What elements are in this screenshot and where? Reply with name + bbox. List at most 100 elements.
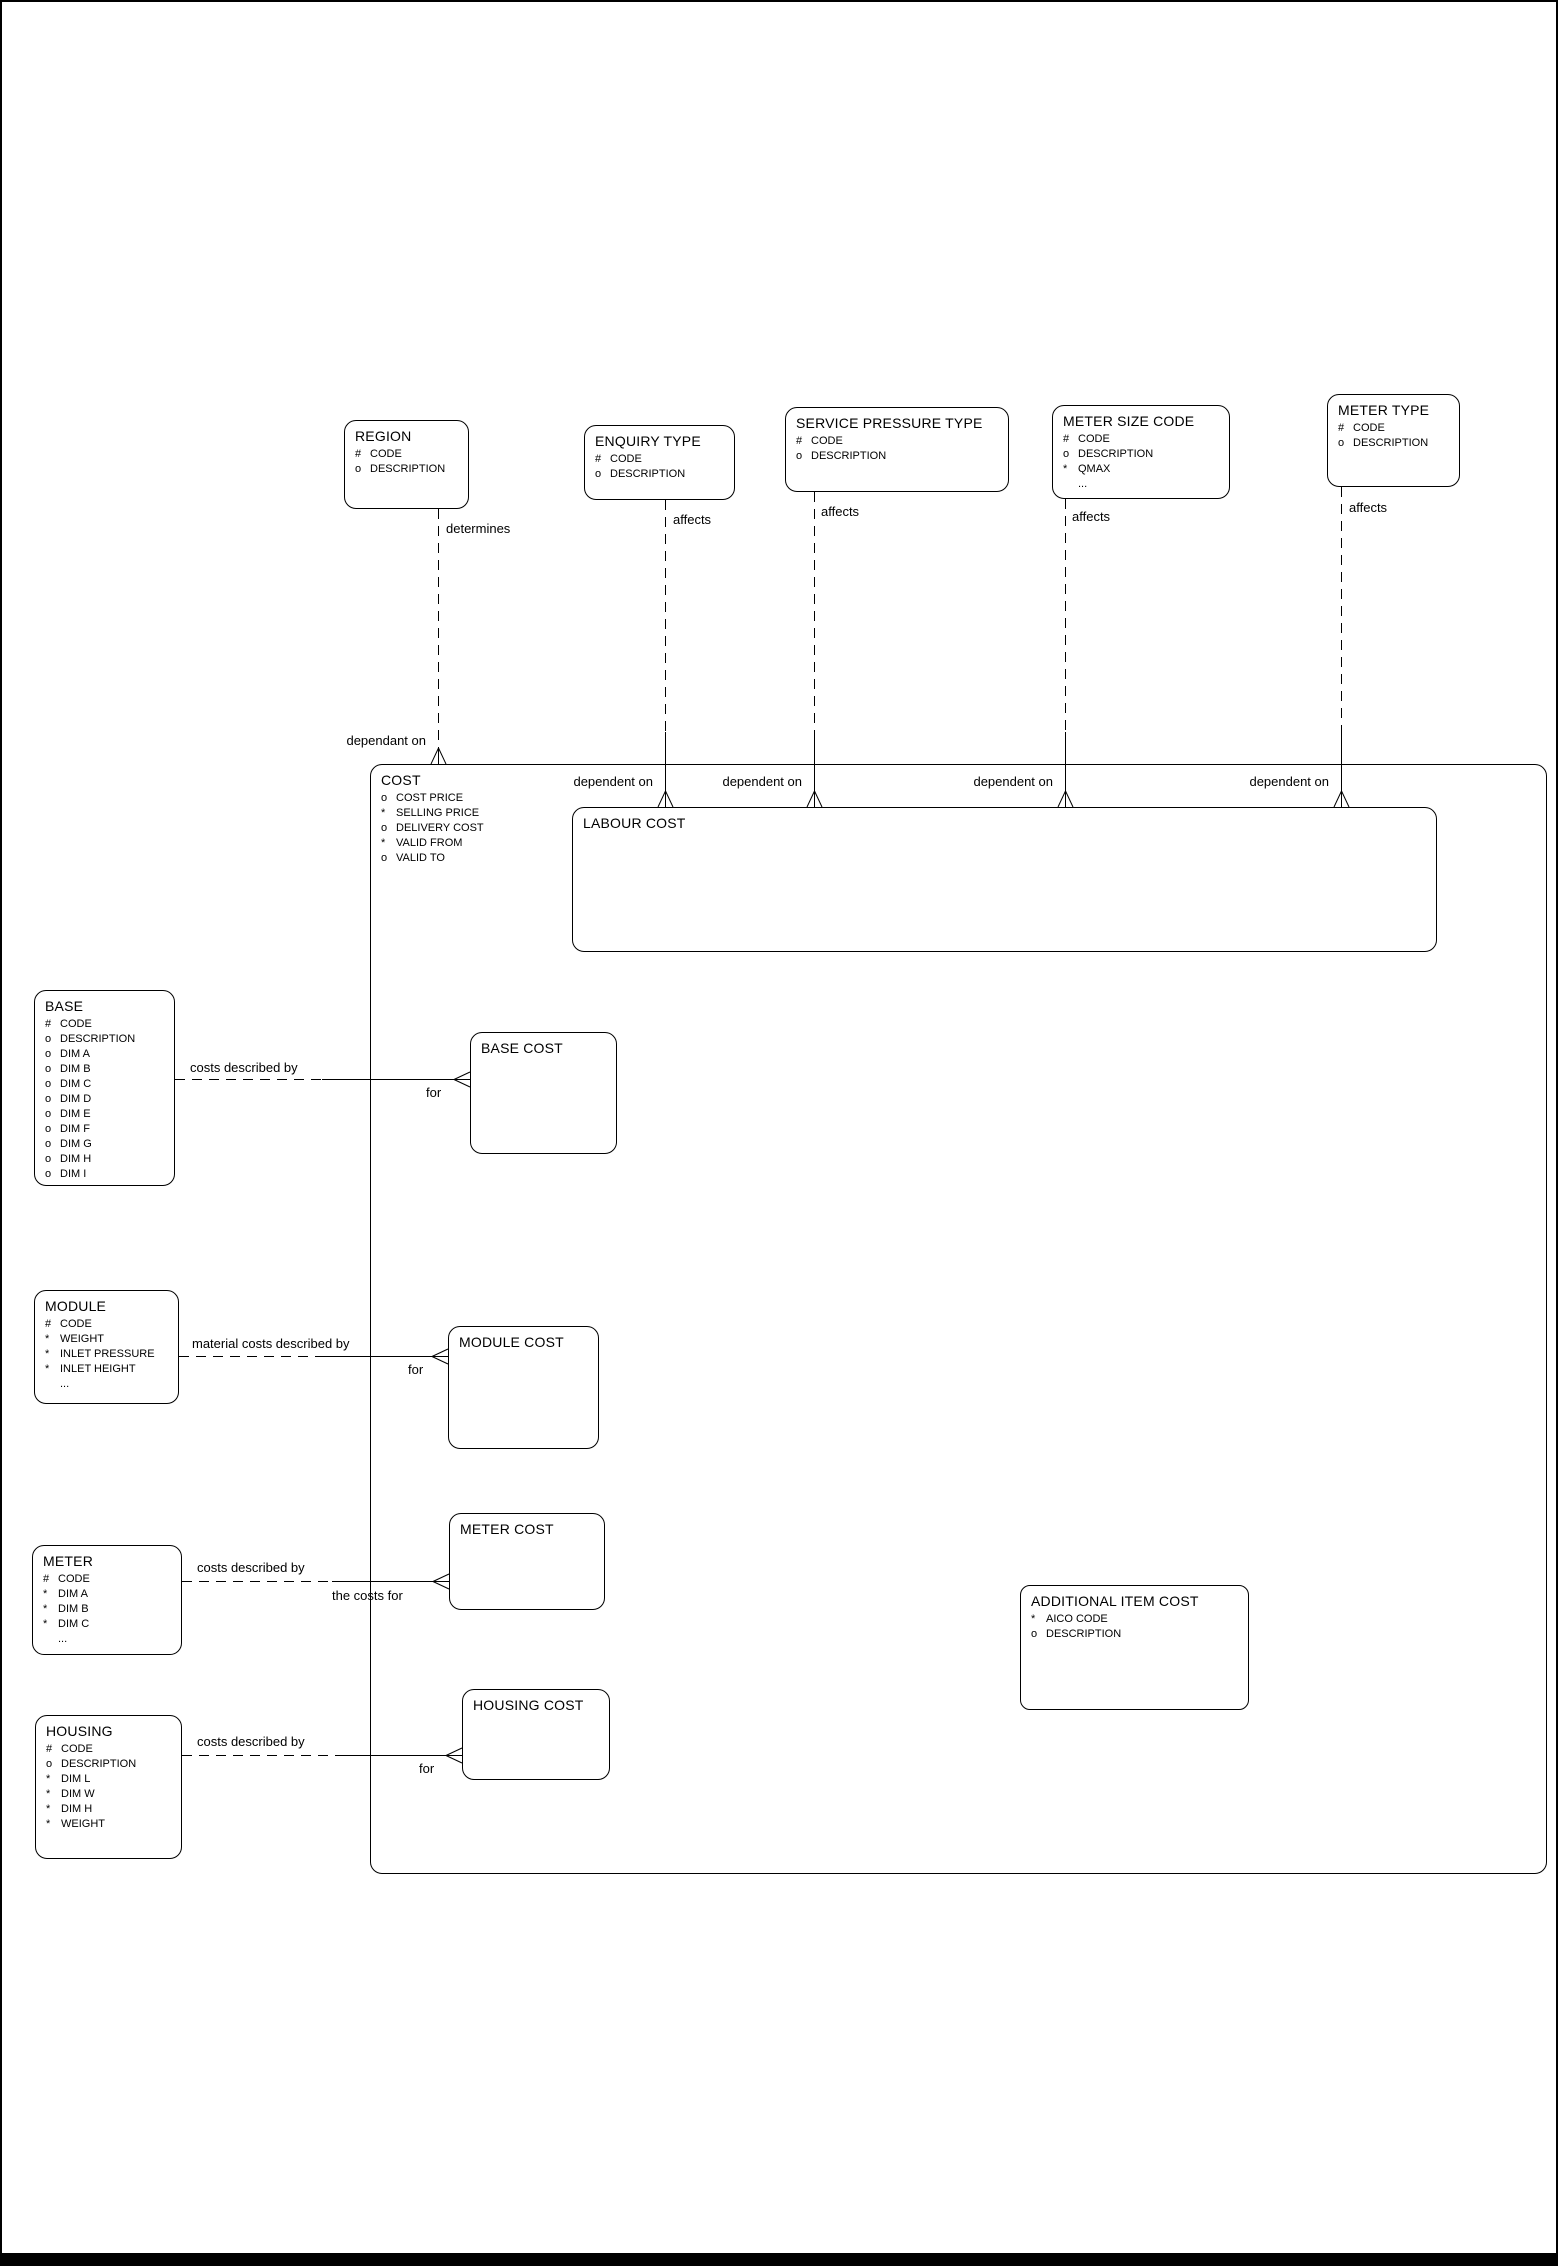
entity-module[interactable]: MODULE #CODE*WEIGHT*INLET PRESSURE*INLET… [34,1290,179,1404]
attribute-row: * WEIGHT [45,1332,172,1347]
attribute-name: DIM B [58,1603,89,1615]
entity-title: SERVICE PRESSURE TYPE [796,415,983,431]
relationship-label: affects [821,504,860,519]
crow-foot-icon [445,1747,463,1764]
page-bottom-bar [2,2253,1556,2264]
attribute-name: DELIVERY COST [396,822,484,834]
relationship-region-cost[interactable] [430,509,447,765]
attribute-name: WEIGHT [61,1818,105,1830]
attribute-row: * DIM L [46,1772,175,1787]
crow-foot-icon [1333,790,1350,808]
entity-title: MODULE [45,1298,107,1314]
attribute-prefix: o [45,1123,52,1135]
attribute-prefix: * [45,1348,50,1360]
entity-base-cost[interactable]: BASE COST [470,1032,617,1154]
crow-foot-icon [431,1348,449,1365]
entity-meter[interactable]: METER #CODE*DIM A*DIM B*DIM C... [32,1545,182,1655]
entity-title: BASE COST [481,1040,563,1056]
attribute-prefix: # [595,453,602,465]
entity-title: METER [43,1553,93,1569]
attribute-prefix: o [45,1033,52,1045]
attribute-name: ... [58,1633,68,1645]
attribute-name: CODE [58,1573,90,1585]
attribute-prefix: o [46,1758,53,1770]
attribute-prefix: # [45,1318,52,1330]
attribute-name: CODE [811,435,843,447]
relationship-base-base-cost[interactable] [175,1071,471,1088]
attribute-prefix: # [45,1018,52,1030]
attribute-name: DESCRIPTION [370,463,446,475]
crow-foot-icon [657,790,674,808]
entity-labour-cost[interactable]: LABOUR COST [572,807,1437,952]
attribute-prefix: o [355,463,362,475]
attribute-prefix: * [46,1803,51,1815]
attribute-name: DIM L [61,1773,91,1785]
attribute-prefix: o [45,1168,52,1180]
relationship-label: dependant on [346,733,426,748]
attribute-row: *DIM A [43,1587,175,1602]
attribute-row: #CODE [796,434,1002,449]
attribute-row: *INLET HEIGHT [45,1362,172,1377]
relationship-label: determines [446,521,511,536]
attribute-name: WEIGHT [60,1333,104,1345]
attribute-prefix: o [381,822,388,834]
entity-attributes: #CODE*WEIGHT*INLET PRESSURE*INLET HEIGHT… [45,1317,172,1392]
entity-module-cost[interactable]: MODULE COST [448,1326,599,1449]
relationship-meter-size-code-labour-cost[interactable] [1057,499,1074,808]
relationship-meter-meter-cost[interactable] [182,1573,450,1590]
relationship-label: for [426,1085,442,1100]
crow-foot-icon [806,790,823,808]
attribute-row: #CODE [1063,432,1223,447]
attribute-name: INLET PRESSURE [60,1348,155,1360]
attribute-row: o DESCRIPTION [355,462,462,477]
relationship-housing-housing-cost[interactable] [182,1747,463,1764]
relationship-label: dependent on [573,774,653,789]
entity-meter-cost[interactable]: METER COST [449,1513,605,1610]
entity-title: REGION [355,428,412,444]
attribute-prefix: * [1031,1613,1036,1625]
attribute-name: DESCRIPTION [1078,448,1154,460]
attribute-name: QMAX [1078,463,1111,475]
relationship-service-pressure-type-labour-cost[interactable] [806,492,823,808]
relationship-module-module-cost[interactable] [179,1348,449,1365]
attribute-prefix: # [1063,433,1070,445]
attribute-prefix: * [45,1333,50,1345]
relationship-meter-type-labour-cost[interactable] [1333,487,1350,808]
entity-housing-cost[interactable]: HOUSING COST [462,1689,610,1780]
attribute-prefix: o [1031,1628,1038,1640]
attribute-row: #CODE [1338,421,1453,436]
attribute-name: DIM G [60,1138,92,1150]
attribute-prefix: * [46,1773,51,1785]
relationship-enquiry-type-labour-cost[interactable] [657,500,674,808]
relationship-label: for [419,1761,435,1776]
attribute-name: DIM E [60,1108,91,1120]
entity-title: BASE [45,998,84,1014]
entity-title: METER SIZE CODE [1063,413,1195,429]
attribute-row: *QMAX [1063,462,1223,477]
attribute-prefix: o [595,468,602,480]
attribute-row: #CODE [45,1017,168,1032]
